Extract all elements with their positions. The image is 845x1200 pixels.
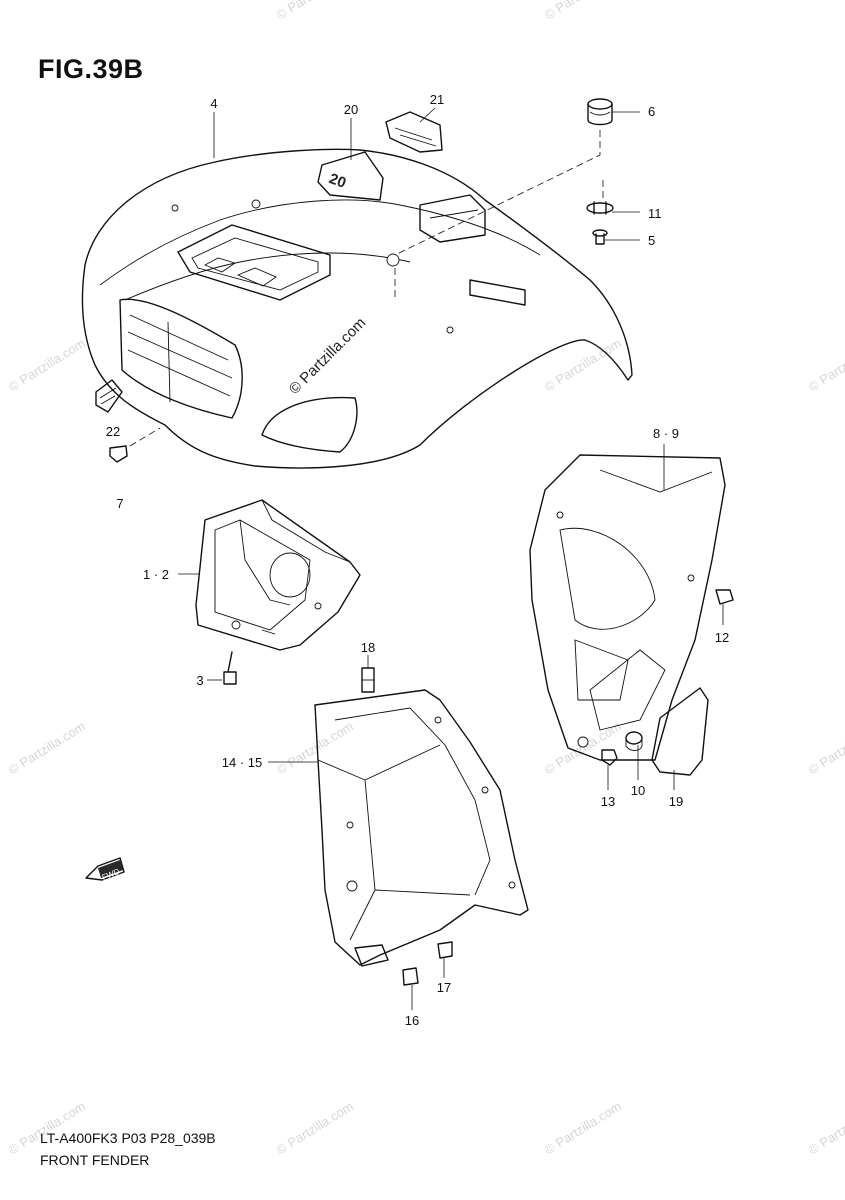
callout-14-15: 14 · 15 — [222, 755, 262, 770]
rivet-part — [402, 941, 453, 986]
watermark: © Partzilla.com — [274, 1098, 356, 1157]
grommet-part — [586, 201, 614, 215]
mud-guard-part — [314, 689, 529, 967]
watermark: © Partzilla.com — [542, 1098, 624, 1157]
callout-19: 19 — [669, 794, 683, 809]
callout-11: 11 — [648, 206, 662, 221]
nut-small-part — [601, 749, 618, 766]
callout-1-2: 1 · 2 — [143, 567, 169, 582]
callout-22: 22 — [106, 424, 120, 439]
front-fender-part: 20 © Partzilla.com — [81, 148, 633, 469]
callout-10: 10 — [631, 783, 645, 798]
callout-6: 6 — [648, 104, 655, 119]
watermark: © Partzilla.com — [6, 718, 88, 777]
nut-part — [361, 667, 375, 693]
callout-12: 12 — [715, 630, 729, 645]
inner-guard-left-part — [195, 499, 361, 651]
watermark: © Partzilla.com — [6, 335, 88, 394]
watermark: © Partzilla.com — [274, 718, 356, 777]
screw-small-part — [715, 589, 734, 605]
clip-part — [109, 445, 128, 463]
inner-panel-right-part — [529, 454, 726, 761]
watermark: © Partzilla.com — [806, 1098, 845, 1157]
watermark: © Partzilla.com — [542, 0, 624, 23]
watermark: © Partzilla.com — [542, 335, 624, 394]
decal-4x4-part: 20 — [317, 151, 384, 201]
watermark-layer: © Partzilla.com © Partzilla.com © Partzi… — [6, 0, 845, 1158]
decal-text: 20 — [327, 170, 348, 192]
callout-13: 13 — [601, 794, 615, 809]
assembly-name: FRONT FENDER — [40, 1152, 150, 1168]
cushion-part — [587, 98, 613, 126]
washer-part — [625, 731, 643, 751]
cover-part — [651, 687, 709, 776]
callout-7: 7 — [116, 496, 123, 511]
figure-title: FIG.39B — [38, 54, 144, 84]
callout-21: 21 — [430, 92, 444, 107]
decal-4x4-400-part — [385, 111, 443, 153]
leader-lines — [178, 107, 724, 1010]
callout-17: 17 — [437, 980, 451, 995]
callout-18: 18 — [361, 640, 375, 655]
watermark: © Partzilla.com — [806, 335, 845, 394]
watermark: © Partzilla.com — [274, 0, 356, 23]
callout-3: 3 — [196, 673, 203, 688]
callout-5: 5 — [648, 233, 655, 248]
screw-part — [592, 229, 608, 245]
assembly-line — [129, 427, 161, 447]
emblem-part — [95, 379, 123, 413]
callout-labels: 4 20 21 6 11 5 22 7 8 · 9 12 1 · 2 3 18 … — [106, 92, 729, 1028]
bolt-part — [223, 651, 237, 685]
assembly-line — [394, 130, 601, 256]
watermark: © Partzilla.com — [806, 718, 845, 777]
model-code: LT-A400FK3 P03 P28_039B — [40, 1130, 216, 1146]
callout-20: 20 — [344, 102, 358, 117]
callout-8-9: 8 · 9 — [653, 426, 679, 441]
watermark-main: © Partzilla.com — [286, 314, 369, 397]
watermark: © Partzilla.com — [6, 1098, 88, 1157]
forward-direction-marker: FWD — [85, 857, 125, 882]
callout-4: 4 — [210, 96, 217, 111]
callout-16: 16 — [405, 1013, 419, 1028]
